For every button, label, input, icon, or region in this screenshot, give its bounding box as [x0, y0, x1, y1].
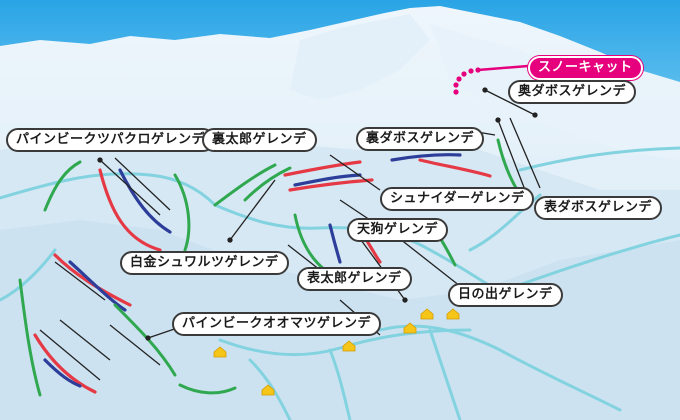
road [518, 146, 680, 172]
lodge-icon [261, 384, 275, 396]
label-omotetarou[interactable]: 表太郎ゲレンデ [297, 267, 412, 291]
lift [497, 119, 526, 191]
road [328, 348, 352, 420]
label-omote-dabos[interactable]: 表ダボスゲレンデ [534, 196, 663, 220]
trail-green [213, 163, 277, 207]
lift-station [227, 237, 233, 243]
mountain-shade [290, 14, 430, 100]
lift-station [482, 87, 488, 93]
lodge-icon [403, 322, 417, 334]
road [378, 324, 622, 412]
label-shirogane-shuwarutsu[interactable]: 白金シュワルツゲレンデ [120, 251, 289, 275]
road [468, 193, 542, 252]
label-pine-peak-tsupakuro[interactable]: パインビークツパクロゲレンデ [6, 128, 216, 152]
lift [59, 319, 111, 361]
trails-red [33, 158, 492, 394]
snowcat-line [477, 64, 529, 72]
trail-blue [43, 358, 82, 388]
trail-red [33, 333, 97, 394]
lodge-icon [213, 346, 227, 358]
trail-red [288, 178, 374, 192]
trail-green [178, 383, 237, 395]
lift [99, 159, 161, 216]
lift [484, 89, 536, 116]
trail-blue [293, 173, 362, 187]
lift [229, 179, 276, 241]
lodge-icon [446, 308, 460, 320]
road [428, 328, 462, 420]
lift [39, 329, 101, 381]
label-uratarou[interactable]: 裏太郎ゲレンデ [202, 128, 317, 152]
lift-station [97, 157, 103, 163]
trail-green [243, 166, 292, 202]
lift-station [495, 117, 501, 123]
trail-green [43, 160, 82, 212]
trail-red [283, 160, 362, 177]
lift [509, 117, 541, 189]
label-shunaider[interactable]: シュナイダーゲレンデ [380, 187, 535, 211]
trail-green [18, 278, 42, 397]
trail-blue [328, 223, 342, 264]
trails-blue [43, 153, 462, 388]
lodges [213, 308, 460, 396]
trail-red [53, 253, 132, 307]
road [0, 172, 217, 207]
lift [114, 157, 171, 211]
lift [329, 154, 381, 191]
trail-green [173, 173, 191, 252]
lodge-icon [342, 340, 356, 352]
label-ura-dabos[interactable]: 裏ダボスゲレンデ [356, 127, 485, 151]
trail-green [293, 213, 327, 272]
lift [54, 261, 106, 301]
lift-station [532, 112, 538, 118]
label-oku-dabos[interactable]: 奥ダボスゲレンデ [508, 80, 637, 104]
lift [287, 244, 321, 271]
trail-blue [68, 260, 127, 312]
lift [109, 324, 161, 366]
trail-blue [390, 153, 462, 162]
label-tengu[interactable]: 天狗ゲレンデ [347, 218, 449, 242]
lift-station [145, 335, 151, 341]
lodge-icon [420, 308, 434, 320]
road [218, 328, 472, 357]
label-hinode[interactable]: 日の出ゲレンデ [448, 283, 563, 307]
trail-red [98, 168, 162, 252]
label-pine-peak-oomatsu[interactable]: パインビークオオマツゲレンデ [172, 312, 382, 336]
road [0, 248, 57, 302]
lift-station [402, 297, 408, 303]
trail-blue [118, 168, 172, 234]
trail-red [418, 158, 492, 178]
label-snowcat[interactable]: スノーキャット [528, 56, 643, 80]
lift [394, 234, 466, 291]
